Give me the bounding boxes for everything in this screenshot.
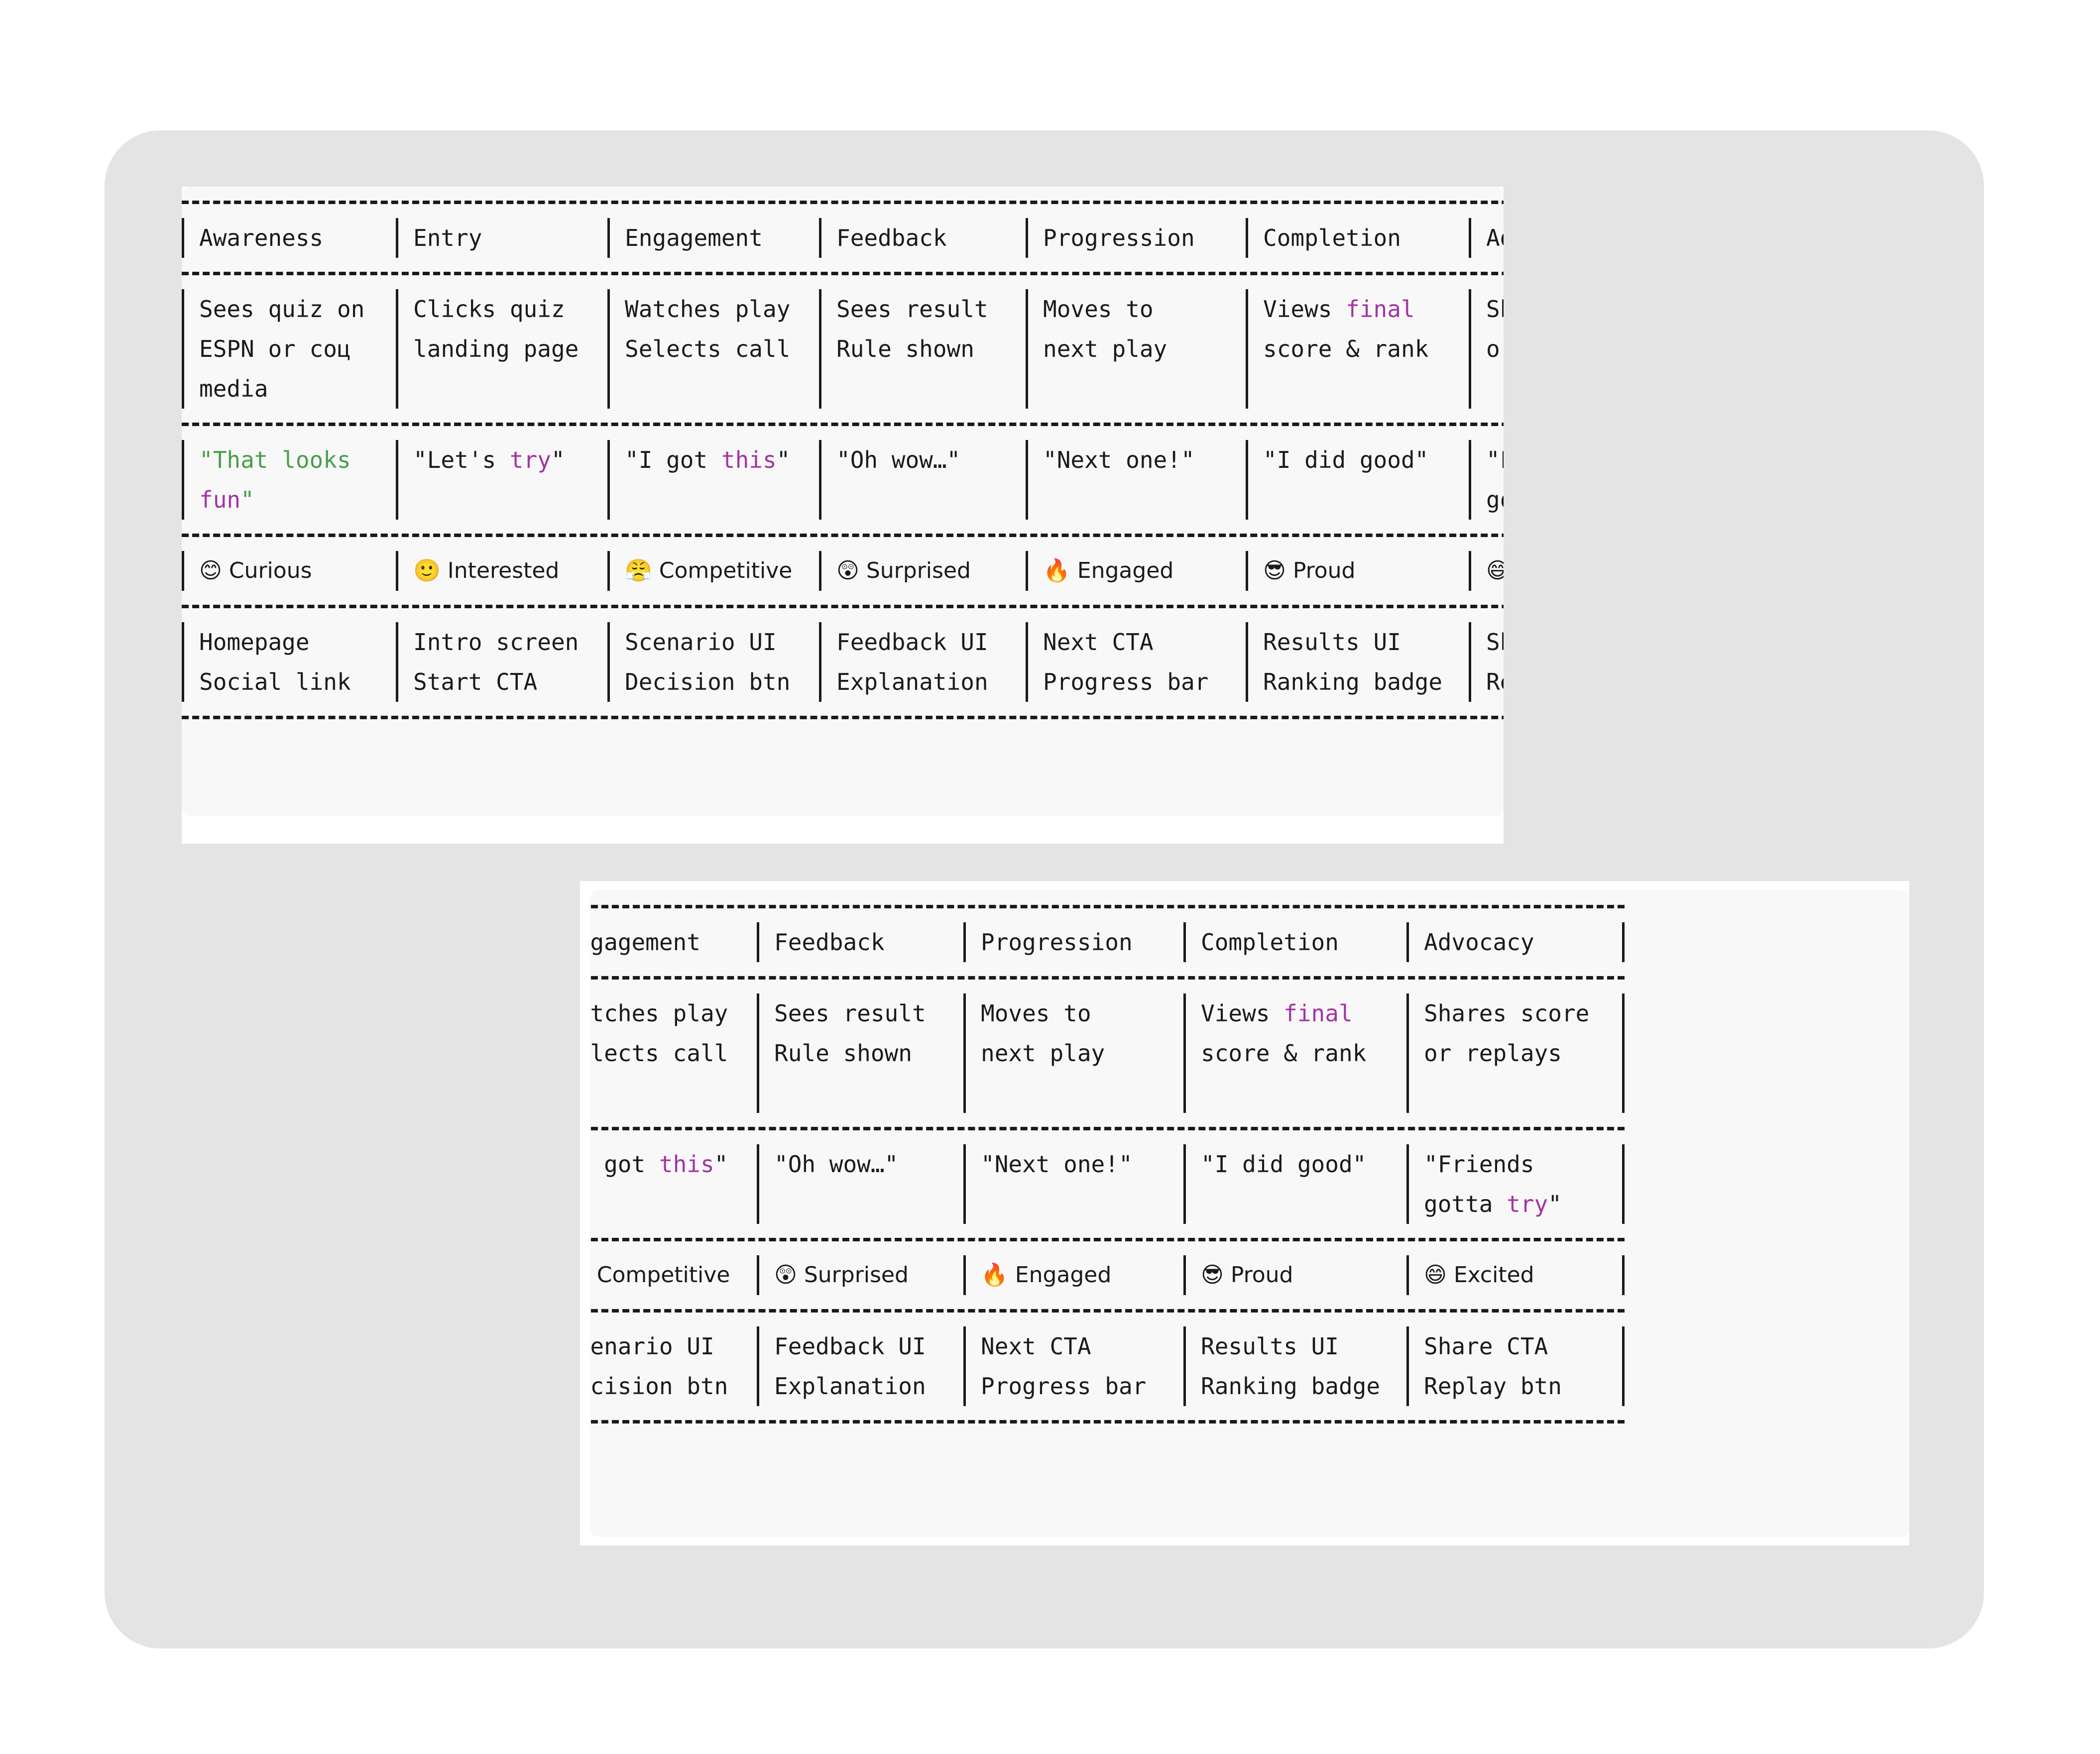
row-separator-2 <box>182 534 1504 537</box>
cell-action-advocacy: Shares score or replays <box>1469 289 1504 409</box>
cell2-touchpoint-progression: Next CTA Progress bar <box>963 1326 1183 1406</box>
column-header-feedback: Feedback <box>819 218 1026 258</box>
table-row-emotion: 😊 Curious 🙂 Interested 😤 Competitive 😲 S… <box>182 551 1504 591</box>
cell-touchpoint-engagement: Scenario UI Decision btn <box>607 622 819 702</box>
cell-touchpoint-feedback: Feedback UI Explanation <box>819 622 1026 702</box>
cell-touchpoint-advocacy: Share CTA Replay btn <box>1469 622 1504 702</box>
column-header-awareness: Awareness <box>182 218 396 258</box>
cell2-emotion-feedback: 😲 Surprised <box>757 1255 963 1295</box>
column-header-advocacy: Advocacy <box>1469 218 1504 258</box>
cell2-action-engagement: Watches play Selects call <box>590 993 757 1113</box>
cell-touchpoint-awareness: Homepage Social link <box>182 622 396 702</box>
cell-emotion-completion: 😎 Proud <box>1246 551 1469 591</box>
table-scroll-viewport-bottom[interactable]: Awareness Engagement Feedback Progressio… <box>590 890 1909 1537</box>
table-row-quote: "That looks fun" "Let's try" "I got this… <box>182 440 1504 520</box>
table2-row-separator-1 <box>590 1127 1625 1130</box>
column2-header-advocacy: Advocacy <box>1406 922 1625 962</box>
cell-action-progression: Moves to next play <box>1026 289 1246 409</box>
cell-emotion-progression: 🔥 Engaged <box>1026 551 1246 591</box>
cell-emotion-awareness: 😊 Curious <box>182 551 396 591</box>
table-top-border <box>182 201 1504 204</box>
cell2-touchpoint-engagement: Scenario UI Decision btn <box>590 1326 757 1406</box>
cell2-quote-advocacy: "Friends gotta try" <box>1406 1144 1625 1224</box>
journey-table-top: Awareness Entry Engagement Feedback Prog… <box>182 201 1504 719</box>
cell2-touchpoint-completion: Results UI Ranking badge <box>1183 1326 1406 1406</box>
table-row-touchpoint: Homepage Social link Intro screen Start … <box>182 622 1504 702</box>
cell-action-completion: Views final score & rank <box>1246 289 1469 409</box>
column2-header-progression: Progression <box>963 922 1183 962</box>
cell-quote-progression: "Next one!" <box>1026 440 1246 520</box>
journey-table-bottom: Awareness Engagement Feedback Progressio… <box>590 905 1625 1424</box>
cell2-touchpoint-advocacy: Share CTA Replay btn <box>1406 1326 1625 1406</box>
cell-touchpoint-completion: Results UI Ranking badge <box>1246 622 1469 702</box>
table2-row-touchpoint: Homepage Social link Intro screen Start … <box>590 1326 1625 1406</box>
cell2-quote-engagement: "I got this" <box>590 1144 757 1224</box>
cell-quote-engagement: "I got this" <box>607 440 819 520</box>
row-separator-3 <box>182 605 1504 608</box>
cell2-touchpoint-feedback: Feedback UI Explanation <box>757 1326 963 1406</box>
cell2-quote-feedback: "Oh wow…" <box>757 1144 963 1224</box>
column-header-completion: Completion <box>1246 218 1469 258</box>
cell-quote-entry: "Let's try" <box>396 440 607 520</box>
cell-emotion-feedback: 😲 Surprised <box>819 551 1026 591</box>
cell-emotion-entry: 🙂 Interested <box>396 551 607 591</box>
cell-action-entry: Clicks quiz landing page <box>396 289 607 409</box>
cell-quote-awareness: "That looks fun" <box>182 440 396 520</box>
column-header-entry: Entry <box>396 218 607 258</box>
cell2-emotion-progression: 🔥 Engaged <box>963 1255 1183 1295</box>
cell2-emotion-completion: 😎 Proud <box>1183 1255 1406 1295</box>
header-separator <box>182 272 1504 275</box>
table-bottom-border <box>182 716 1504 719</box>
table-header-row: Awareness Entry Engagement Feedback Prog… <box>182 218 1504 258</box>
cell2-quote-progression: "Next one!" <box>963 1144 1183 1224</box>
cell-touchpoint-entry: Intro screen Start CTA <box>396 622 607 702</box>
cell2-emotion-advocacy: 😄 Excited <box>1406 1255 1625 1295</box>
table2-bottom-border <box>590 1420 1625 1424</box>
table2-row-separator-3 <box>590 1309 1625 1313</box>
table2-header-separator <box>590 976 1625 980</box>
table-card-top: Awareness Entry Engagement Feedback Prog… <box>182 187 1504 844</box>
cell-quote-feedback: "Oh wow…" <box>819 440 1026 520</box>
cell-emotion-advocacy: 😄 Excited <box>1469 551 1504 591</box>
table-card-bottom: Awareness Engagement Feedback Progressio… <box>580 881 1909 1545</box>
table2-row-action: Sees quiz on ESPN or соц media Clicks qu… <box>590 993 1625 1113</box>
cell-quote-completion: "I did good" <box>1246 440 1469 520</box>
column2-header-feedback: Feedback <box>757 922 963 962</box>
column-header-progression: Progression <box>1026 218 1246 258</box>
cell2-action-advocacy: Shares score or replays <box>1406 993 1625 1113</box>
cell-action-feedback: Sees result Rule shown <box>819 289 1026 409</box>
cell2-quote-completion: "I did good" <box>1183 1144 1406 1224</box>
column-header-engagement: Engagement <box>607 218 819 258</box>
table-row-action: Sees quiz on ESPN or соц media Clicks qu… <box>182 289 1504 409</box>
table2-row-quote: "That looks fun" "Let's try" "I got this… <box>590 1144 1625 1224</box>
cell2-action-progression: Moves to next play <box>963 993 1183 1113</box>
table2-row-emotion: 😊 Curious 🙂 Interested 😤 Competitive 😲 S… <box>590 1255 1625 1295</box>
cell-quote-advocacy: "Friends gotta try" <box>1469 440 1504 520</box>
row-separator-1 <box>182 423 1504 426</box>
column2-header-engagement: Engagement <box>590 922 757 962</box>
table2-row-separator-2 <box>590 1238 1625 1241</box>
cell2-action-completion: Views final score & rank <box>1183 993 1406 1113</box>
cell2-emotion-engagement: 😤 Competitive <box>590 1255 757 1295</box>
table-scroll-viewport-top[interactable]: Awareness Entry Engagement Feedback Prog… <box>182 187 1504 816</box>
column2-header-completion: Completion <box>1183 922 1406 962</box>
table2-header-row: Awareness Engagement Feedback Progressio… <box>590 922 1625 962</box>
cell2-action-feedback: Sees result Rule shown <box>757 993 963 1113</box>
cell-touchpoint-progression: Next CTA Progress bar <box>1026 622 1246 702</box>
cell-action-engagement: Watches play Selects call <box>607 289 819 409</box>
table2-top-border <box>590 905 1625 908</box>
cell-action-awareness: Sees quiz on ESPN or соц media <box>182 289 396 409</box>
cell-emotion-engagement: 😤 Competitive <box>607 551 819 591</box>
